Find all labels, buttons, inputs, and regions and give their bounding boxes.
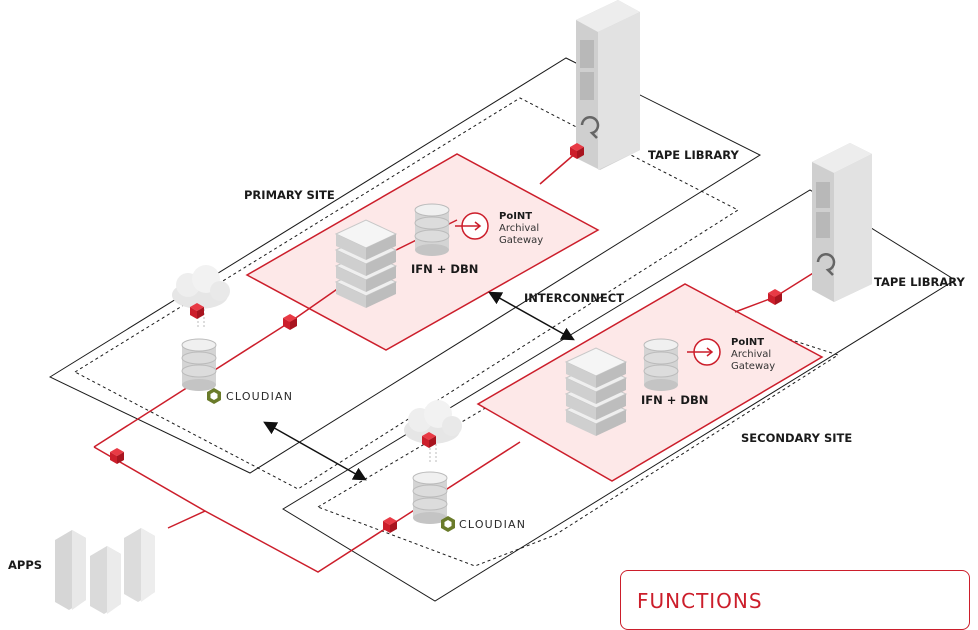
functions-title: FUNCTIONS (637, 589, 763, 613)
gateway-arrow-icon (455, 212, 489, 240)
apps-label: APPS (8, 558, 42, 572)
primary-site-dashed-plane (73, 97, 740, 490)
node-cube-icon (383, 517, 397, 533)
cloud-icon (172, 265, 230, 327)
cloudian-label: CLOUDIAN (226, 390, 293, 403)
diagram-canvas: PRIMARY SITE SECONDARY SITE INTERCONNECT… (8, 0, 965, 614)
tape-library-label: TAPE LIBRARY (874, 275, 965, 289)
ifn-dbn-label: IFN + DBN (641, 393, 708, 407)
node-cube-icon (570, 143, 584, 159)
tape-library-icon (576, 0, 640, 170)
cloudian-label: CLOUDIAN (459, 518, 526, 531)
apps-server-icon (55, 528, 155, 614)
secondary-site-label: SECONDARY SITE (741, 431, 852, 445)
gateway-line1: Archival (499, 223, 539, 234)
architecture-diagram: PRIMARY SITE SECONDARY SITE INTERCONNECT… (8, 0, 970, 630)
server-stack-icon (334, 219, 398, 308)
interconnect-arrow (488, 291, 575, 341)
ifn-dbn-label: IFN + DBN (411, 262, 478, 276)
gateway-line2: Gateway (731, 361, 775, 372)
node-cube-icon (110, 448, 124, 464)
gateway-arrow-icon (687, 338, 721, 366)
node-cube-icon (283, 314, 297, 330)
database-icon (181, 338, 217, 391)
node-cube-icon (190, 303, 204, 319)
gateway-brand: PoINT (499, 211, 532, 222)
primary-site-outer-plane (48, 57, 762, 474)
database-icon (412, 471, 448, 524)
gateway-brand: PoINT (731, 337, 764, 348)
primary-site-label: PRIMARY SITE (244, 188, 335, 202)
gateway-line1: Archival (731, 349, 771, 360)
functions-panel: FUNCTIONS (620, 570, 970, 630)
cloudian-sync-arrow (263, 421, 367, 481)
database-icon (414, 203, 450, 256)
cloudian-logo-icon (441, 516, 455, 532)
database-icon (643, 338, 679, 391)
server-stack-icon (564, 347, 628, 436)
gateway-line2: Gateway (499, 235, 543, 246)
cloud-icon (404, 400, 462, 462)
interconnect-label: INTERCONNECT (524, 291, 624, 305)
node-cube-icon (422, 432, 436, 448)
secondary-site-outer-plane (282, 189, 956, 602)
tape-library-icon (812, 143, 872, 302)
tape-library-label: TAPE LIBRARY (648, 148, 739, 162)
cloudian-logo-icon (207, 388, 221, 404)
node-cube-icon (768, 289, 782, 305)
